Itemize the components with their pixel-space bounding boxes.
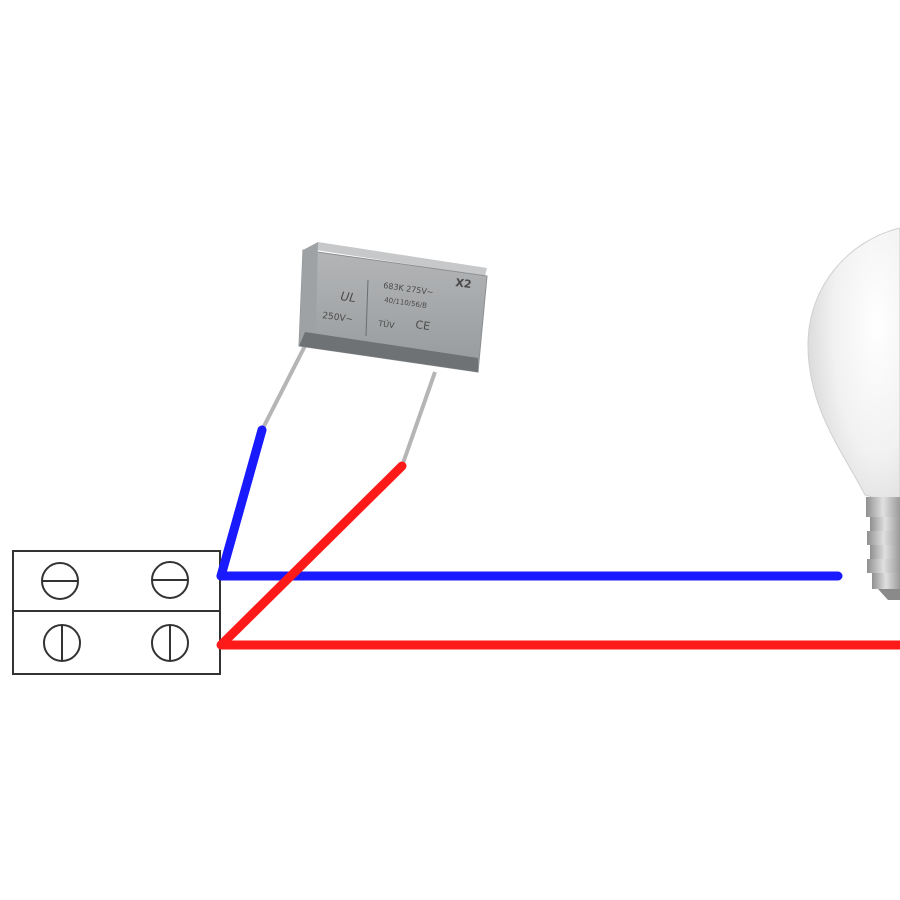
capacitor-lead-right xyxy=(400,371,437,467)
live-wire-to-capacitor xyxy=(216,461,407,650)
x2-capacitor-icon: UL 250V~ X2 683K 275V~ 40/110/56/B TÜV C… xyxy=(298,242,488,373)
wires xyxy=(216,425,900,650)
capacitor-class-mark: X2 xyxy=(455,276,473,291)
light-bulb-icon xyxy=(807,227,900,600)
screw-slot-icon xyxy=(43,624,81,662)
capacitor-side-face xyxy=(299,242,318,346)
bulb-base xyxy=(866,497,900,600)
capacitor-tuv-mark: TÜV xyxy=(377,318,396,330)
capacitor-voltage-mark: 250V~ xyxy=(322,311,354,325)
screw-slot-icon xyxy=(41,562,79,600)
screw-slot-icon xyxy=(151,624,189,662)
bulb-glass xyxy=(807,227,900,506)
capacitor-bottom-shadow xyxy=(299,332,478,372)
terminal-block xyxy=(12,550,221,675)
capacitor-divider xyxy=(365,279,369,337)
capacitor-top-face xyxy=(316,242,487,276)
screw-slot-icon xyxy=(151,561,189,599)
capacitor-leads xyxy=(260,339,437,467)
capacitor-lead-left xyxy=(260,339,310,431)
neutral-wire-to-capacitor xyxy=(216,425,267,581)
capacitor-ul-mark: UL xyxy=(340,289,357,305)
capacitor-ce-mark: CE xyxy=(415,318,431,333)
